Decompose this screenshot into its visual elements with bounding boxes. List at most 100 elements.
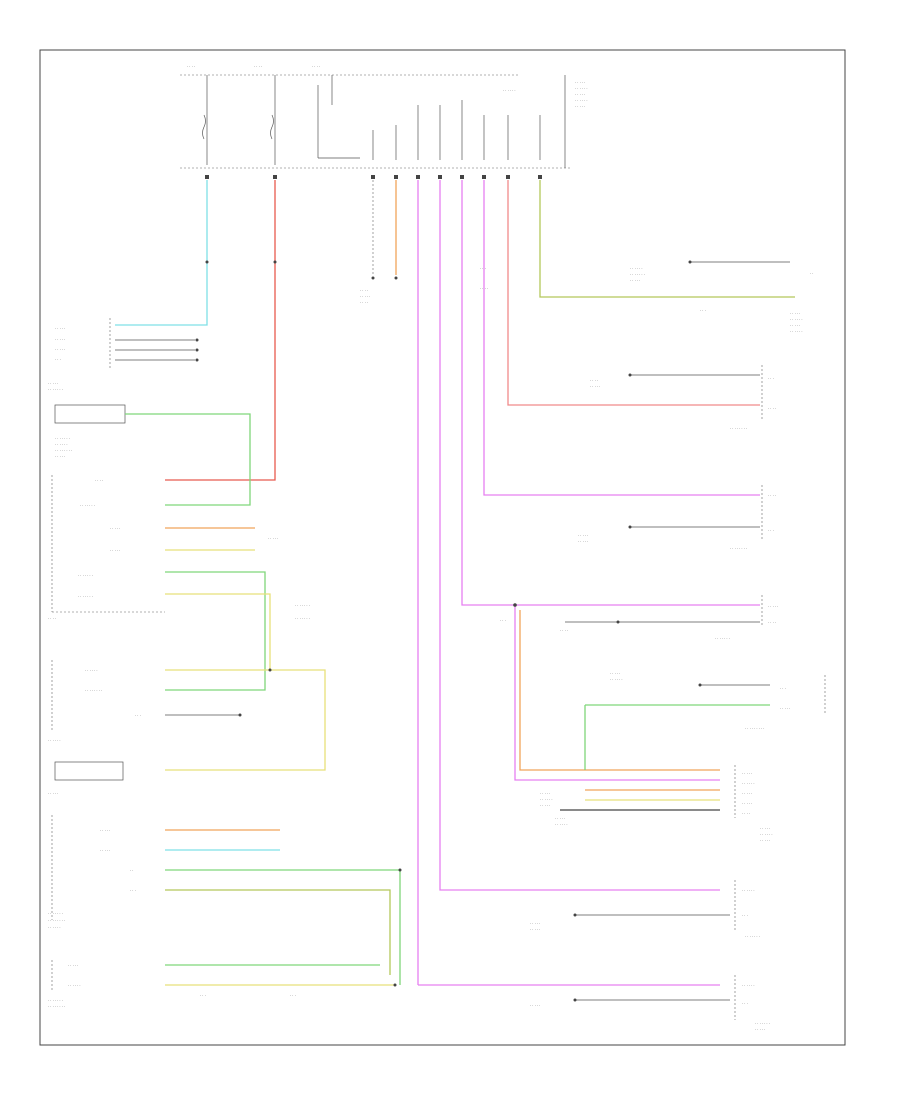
svg-text:· · · · · · ·: · · · · · · · bbox=[78, 574, 93, 578]
svg-text:· · · · · ·: · · · · · · bbox=[48, 739, 61, 743]
wire-magenta-6 bbox=[514, 605, 720, 781]
svg-text:· · · · ·: · · · · · bbox=[55, 327, 65, 331]
svg-text:· · · · ·: · · · · · bbox=[530, 1004, 540, 1008]
svg-text:· · · · · ·: · · · · · · bbox=[742, 984, 755, 988]
svg-text:· · ·: · · · bbox=[768, 529, 774, 533]
svg-text:· · · · ·: · · · · · bbox=[110, 527, 120, 531]
svg-text:· · · ·: · · · · bbox=[768, 494, 776, 498]
svg-text:· · ·: · · · bbox=[200, 994, 206, 998]
fuse-mid bbox=[270, 114, 274, 140]
svg-text:· · · · · ·: · · · · · · bbox=[630, 267, 643, 271]
bcm-pin-labels bbox=[372, 100, 541, 160]
top-fuse-feeds: · · · · · · · · · · · · bbox=[180, 65, 520, 165]
right-label-b: · · · · bbox=[480, 287, 488, 291]
seat-switch: · · · · · · · · · · · · · · · · · · · · … bbox=[48, 660, 326, 796]
body-control-module: · · · · · · · · · · · · · · · · · · · · … bbox=[180, 75, 588, 169]
wire-olive bbox=[539, 180, 795, 298]
svg-text:· · · ·: · · · · bbox=[742, 812, 750, 816]
splice-markers bbox=[268, 603, 517, 987]
diagram-frame bbox=[39, 49, 846, 1046]
svg-text:· · · · · · ·: · · · · · · · bbox=[295, 604, 310, 608]
svg-text:· · ·: · · · bbox=[500, 619, 506, 623]
svg-text:· · · · · · ·: · · · · · · · bbox=[48, 912, 63, 916]
svg-text:· · · · · · ·: · · · · · · · bbox=[78, 595, 93, 599]
ignition-switch: · · · · · · · · · · · · · · · · · · · · … bbox=[48, 318, 195, 392]
svg-text:· · · ·: · · · · bbox=[312, 65, 320, 69]
svg-text:· · · · · ·: · · · · · · bbox=[68, 984, 81, 988]
svg-text:· · · · · ·: · · · · · · bbox=[790, 318, 803, 322]
svg-text:· · · · · · ·: · · · · · · · bbox=[55, 437, 70, 441]
svg-text:· · · · ·: · · · · · bbox=[742, 802, 752, 806]
svg-text:· · · · · · · ·: · · · · · · · · bbox=[48, 1005, 65, 1009]
svg-text:· · · · ·: · · · · · bbox=[755, 1028, 765, 1032]
svg-text:· · · ·: · · · · bbox=[360, 289, 368, 293]
wire-red bbox=[165, 180, 276, 481]
svg-text:· · · · · ·: · · · · · · bbox=[610, 678, 623, 682]
svg-text:· · · · ·: · · · · · bbox=[110, 549, 120, 553]
svg-text:· · · · ·: · · · · · bbox=[790, 312, 800, 316]
wire-orange-right bbox=[519, 610, 720, 771]
svg-text:· · · · ·: · · · · · bbox=[742, 772, 752, 776]
svg-text:· · · · ·: · · · · · bbox=[100, 849, 110, 853]
right-label-a: · · · bbox=[480, 267, 486, 271]
svg-text:· · · · ·: · · · · · bbox=[575, 93, 585, 97]
svg-text:· · · · ·: · · · · · bbox=[55, 338, 65, 342]
brake-switch: · · · · · · · · · · · · · · · · · · · · … bbox=[54, 404, 251, 506]
wire-magenta-4 bbox=[483, 180, 760, 496]
svg-text:· · · · ·: · · · · · bbox=[575, 81, 585, 85]
svg-text:· · · · ·: · · · · · bbox=[578, 534, 588, 538]
wire-pink bbox=[507, 180, 760, 406]
svg-text:· · · · · · ·: · · · · · · · bbox=[630, 273, 645, 277]
svg-text:· · ·: · · · bbox=[742, 1002, 748, 1006]
wire-magenta-3 bbox=[461, 180, 760, 606]
svg-text:· · · · ·: · · · · · bbox=[610, 672, 620, 676]
svg-text:· · · · · · · · ·: · · · · · · · · · bbox=[745, 727, 764, 731]
svg-text:· · · · · ·: · · · · · · bbox=[55, 443, 68, 447]
right-components: · · · · · · · · · · · · · · · · · · · · … bbox=[500, 260, 826, 1032]
svg-text:· · · · ·: · · · · · bbox=[100, 829, 110, 833]
svg-text:· · · ·: · · · · bbox=[560, 629, 568, 633]
left-connectors bbox=[195, 260, 277, 362]
svg-text:· · · · ·: · · · · · bbox=[55, 348, 65, 352]
svg-text:· · · · ·: · · · · · bbox=[530, 928, 540, 932]
svg-text:· · · · · · ·: · · · · · · · bbox=[48, 999, 63, 1003]
svg-text:· · · · ·: · · · · · bbox=[578, 540, 588, 544]
svg-text:· · · · · ·: · · · · · · bbox=[790, 330, 803, 334]
svg-text:· · · · · · · ·: · · · · · · · · bbox=[730, 427, 747, 431]
bcm-pin-markers bbox=[205, 175, 542, 179]
svg-text:· · · ·: · · · · bbox=[768, 407, 776, 411]
svg-text:· · · · · ·: · · · · · · bbox=[575, 99, 588, 103]
svg-text:· · ·: · · · bbox=[780, 687, 786, 691]
seat-belt-switch: · · · · · · · · · · · · · · · · · · · · … bbox=[48, 960, 395, 1009]
svg-text:· · · · ·: · · · · · bbox=[590, 385, 600, 389]
svg-text:· · · · · ·: · · · · · · bbox=[503, 89, 516, 93]
svg-text:· · · · ·: · · · · · bbox=[790, 324, 800, 328]
svg-text:· · · · ·: · · · · · bbox=[68, 964, 78, 968]
svg-text:· · · · ·: · · · · · bbox=[760, 839, 770, 843]
svg-text:· · · · ·: · · · · · bbox=[742, 792, 752, 796]
svg-text:· · · · ·: · · · · · bbox=[630, 279, 640, 283]
svg-text:· · · ·: · · · · bbox=[768, 621, 776, 625]
svg-text:· · · · ·: · · · · · bbox=[768, 605, 778, 609]
svg-text:· · · · · · ·: · · · · · · · bbox=[755, 1022, 770, 1026]
svg-text:· · · · ·: · · · · · bbox=[48, 382, 58, 386]
wire-magenta-2 bbox=[439, 180, 720, 891]
svg-text:· · · · · · · ·: · · · · · · · · bbox=[730, 547, 747, 551]
svg-text:· · · · · · ·: · · · · · · · bbox=[295, 617, 310, 621]
svg-text:· · · · ·: · · · · · bbox=[760, 827, 770, 831]
svg-text:· · · ·: · · · · bbox=[254, 65, 262, 69]
right-label-c: · · · bbox=[700, 309, 706, 313]
svg-text:· · · · · ·: · · · · · · bbox=[575, 87, 588, 91]
svg-text:· · · · · ·: · · · · · · bbox=[742, 889, 755, 893]
svg-text:· · ·: · · · bbox=[742, 914, 748, 918]
svg-text:· · · · · · · ·: · · · · · · · · bbox=[55, 449, 72, 453]
svg-text:· · · · · ·: · · · · · · bbox=[760, 833, 773, 837]
instrument-cluster: · · · · · · · · · · · · · · · · · · · · … bbox=[48, 475, 310, 691]
svg-text:· · · ·: · · · · bbox=[360, 301, 368, 305]
svg-text:· ·: · · bbox=[130, 869, 133, 873]
svg-text:· · · · ·: · · · · · bbox=[360, 295, 370, 299]
svg-text:· · · · · ·: · · · · · · bbox=[742, 782, 755, 786]
svg-text:· · · ·: · · · · bbox=[48, 617, 56, 621]
svg-text:· · · · · · ·: · · · · · · · bbox=[745, 935, 760, 939]
svg-text:· · · · ·: · · · · · bbox=[540, 804, 550, 808]
